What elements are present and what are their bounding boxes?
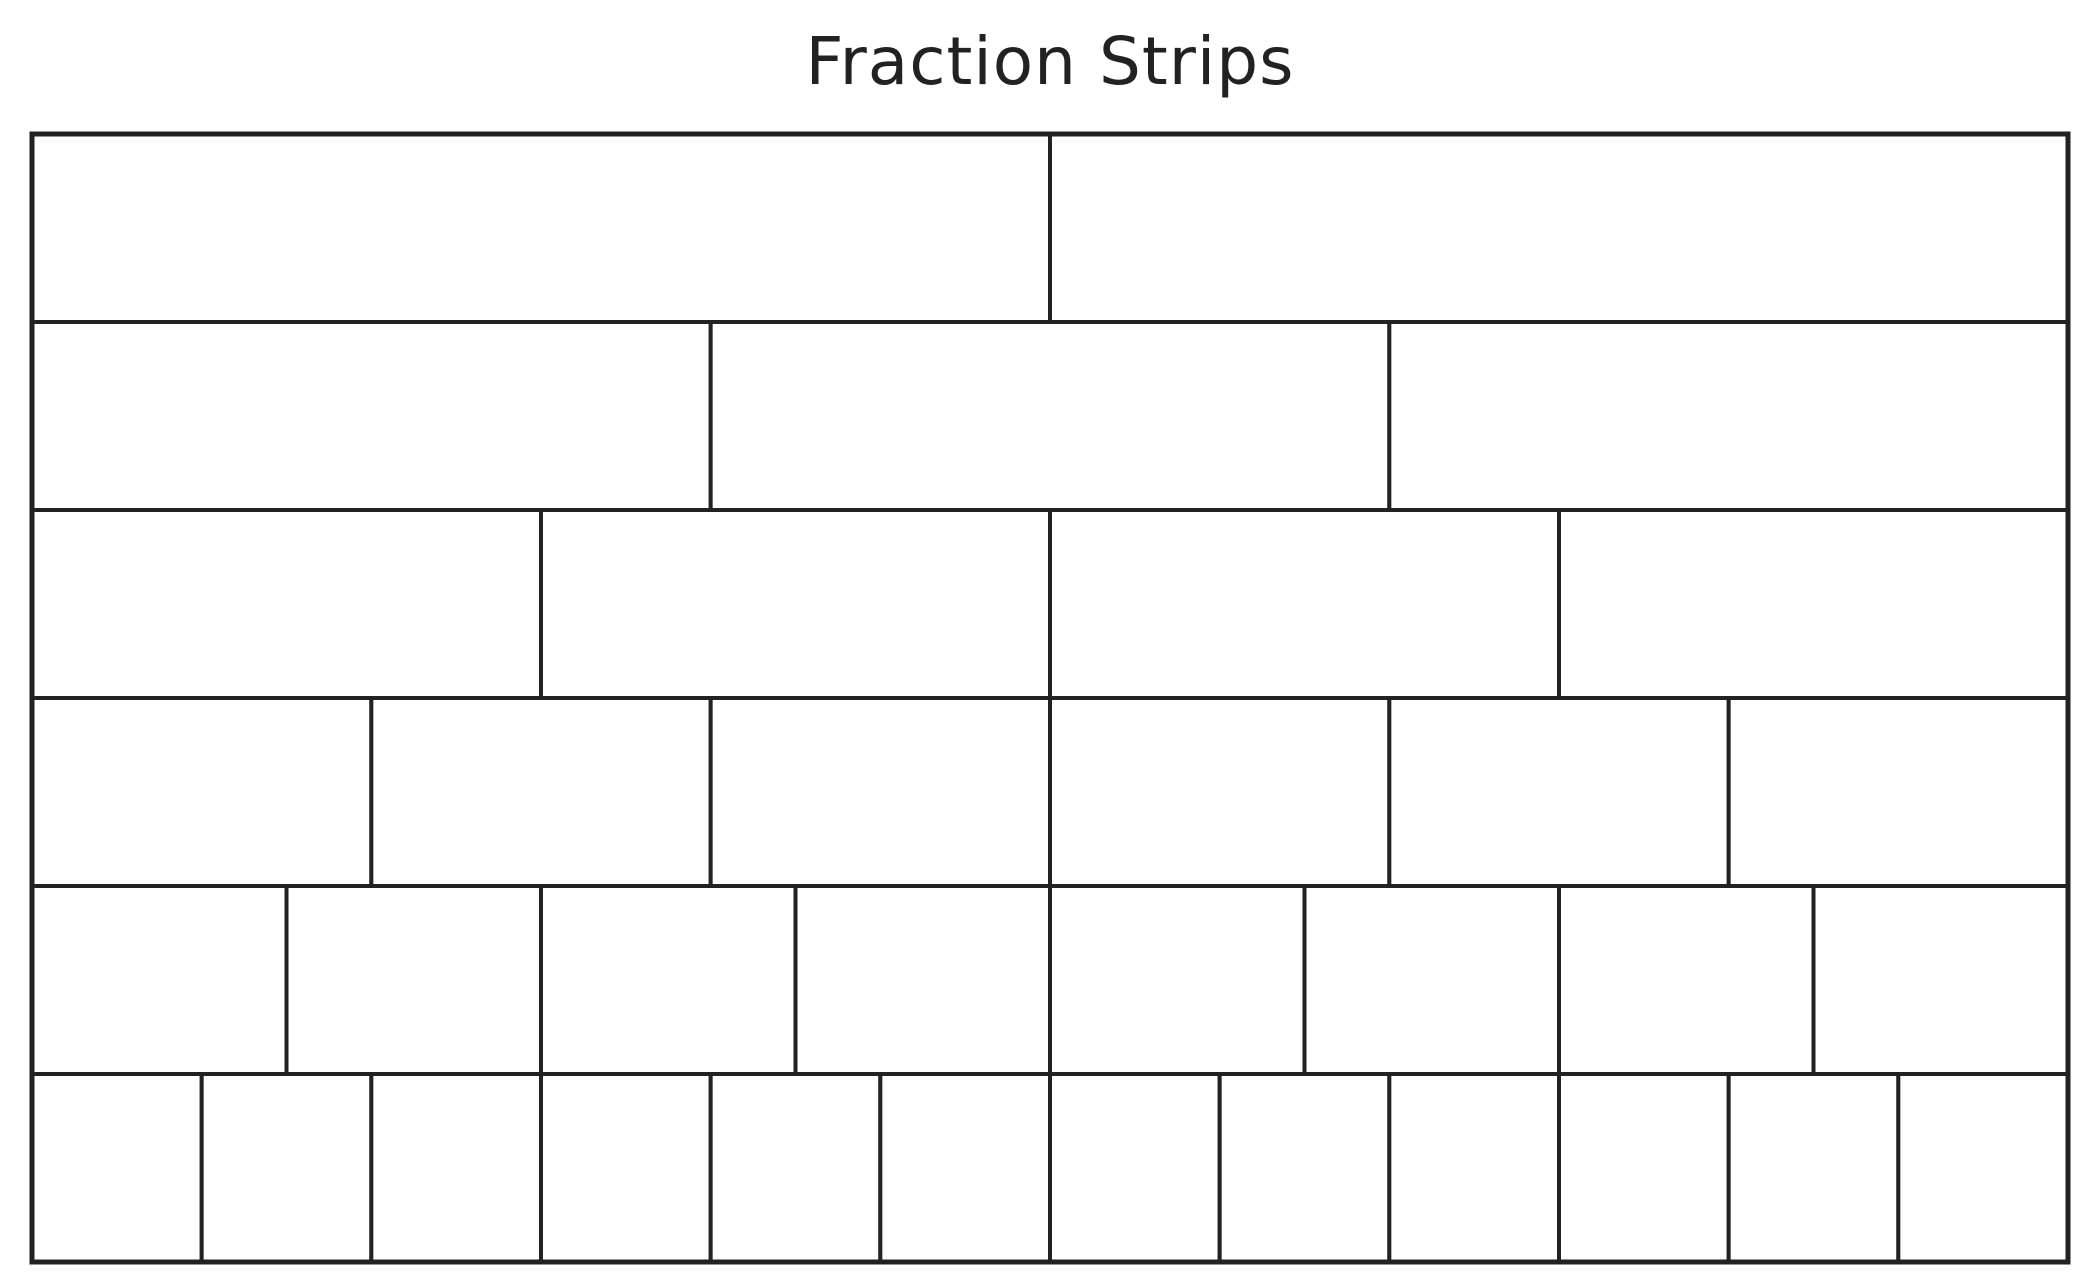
fraction-piece: [1557, 508, 2070, 700]
fraction-piece: [284, 884, 543, 1076]
fraction-piece: [1048, 884, 1307, 1076]
fraction-piece: [708, 1072, 883, 1264]
fraction-piece: [539, 884, 798, 1076]
fraction-piece: [199, 1072, 374, 1264]
fraction-strip-row-2: [30, 132, 2070, 324]
fraction-piece: [1726, 1072, 1901, 1264]
fraction-piece: [539, 1072, 713, 1264]
fraction-piece: [1811, 884, 2070, 1076]
fraction-piece: [539, 508, 1052, 700]
fraction-piece: [1048, 696, 1392, 888]
fraction-piece: [708, 696, 1053, 888]
fraction-piece: [708, 320, 1392, 512]
fraction-piece: [1896, 1072, 2071, 1264]
fraction-piece: [30, 696, 374, 888]
fraction-piece: [1048, 508, 1561, 700]
fraction-piece: [1048, 132, 2070, 324]
fraction-strip-row-3: [30, 320, 2071, 512]
fraction-strip-row-6: [30, 696, 2070, 888]
fraction-piece: [30, 1072, 204, 1264]
fraction-piece: [1387, 696, 1731, 888]
page-title: Fraction Strips: [805, 23, 1295, 100]
fraction-piece: [369, 1072, 544, 1264]
fraction-piece: [1217, 1072, 1392, 1264]
fraction-piece: [369, 696, 713, 888]
fraction-strip-row-4: [30, 508, 2070, 700]
fraction-piece: [1387, 320, 2071, 512]
fraction-piece: [793, 884, 1052, 1076]
fraction-piece: [1048, 1072, 1222, 1264]
fraction-piece: [30, 884, 289, 1076]
fraction-piece: [30, 320, 713, 512]
fraction-piece: [30, 132, 1052, 324]
fraction-piece: [1557, 884, 1816, 1076]
strips-outer-border: [29, 131, 2071, 1265]
fraction-strip-row-12: [30, 1072, 2071, 1264]
fraction-strip-row-8: [30, 884, 2070, 1076]
fraction-piece: [1726, 696, 2070, 888]
fraction-piece: [1387, 1072, 1562, 1264]
fraction-piece: [1557, 1072, 1731, 1264]
fraction-piece: [30, 508, 543, 700]
fraction-piece: [878, 1072, 1052, 1264]
fraction-piece: [1302, 884, 1561, 1076]
